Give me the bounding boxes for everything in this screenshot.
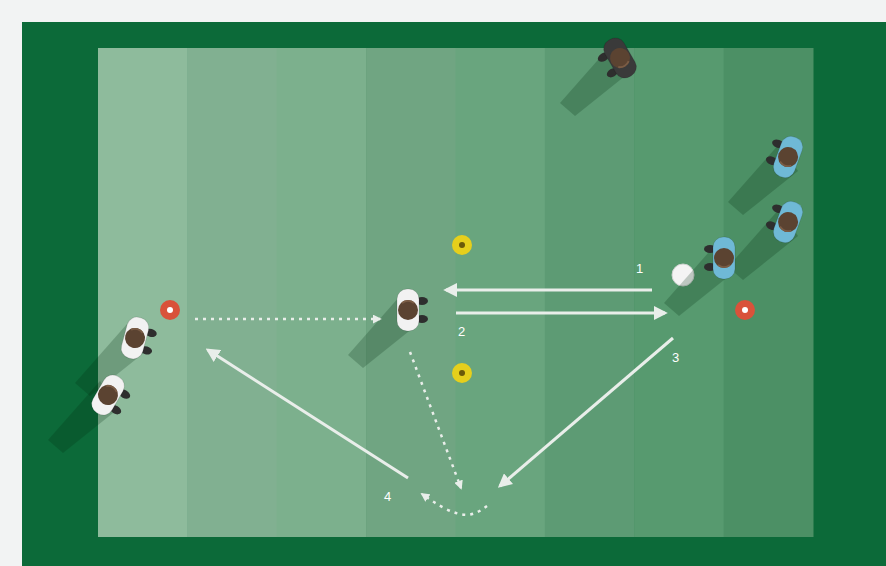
- movement-arrow: [456, 312, 665, 315]
- cone: [452, 363, 472, 383]
- cone: [452, 235, 472, 255]
- player: [664, 237, 735, 316]
- cone: [735, 300, 755, 320]
- pitch-stripe: [545, 48, 635, 537]
- surround: [22, 22, 886, 566]
- pitch-stripe: [724, 48, 814, 537]
- callout-number: 2: [458, 325, 465, 339]
- player: [348, 289, 428, 368]
- pitch-stripe: [187, 48, 277, 537]
- callout-number: 4: [384, 490, 391, 504]
- callout-number: 1: [636, 262, 643, 276]
- pitch-stripe: [277, 48, 367, 537]
- movement-arrow: [446, 289, 652, 292]
- pitch-stripe: [98, 48, 188, 537]
- player: [48, 371, 136, 453]
- cone: [160, 300, 180, 320]
- movement-arrow: [422, 494, 487, 515]
- player: [560, 34, 640, 116]
- callout-number: 3: [672, 351, 679, 365]
- pitch-stripe: [456, 48, 546, 537]
- movement-arrow: [500, 338, 673, 486]
- movement-arrow: [208, 350, 408, 478]
- pitch-stripe: [366, 48, 456, 537]
- player: [728, 195, 806, 280]
- movement-arrow: [410, 352, 461, 488]
- movement-arrow: [195, 318, 380, 321]
